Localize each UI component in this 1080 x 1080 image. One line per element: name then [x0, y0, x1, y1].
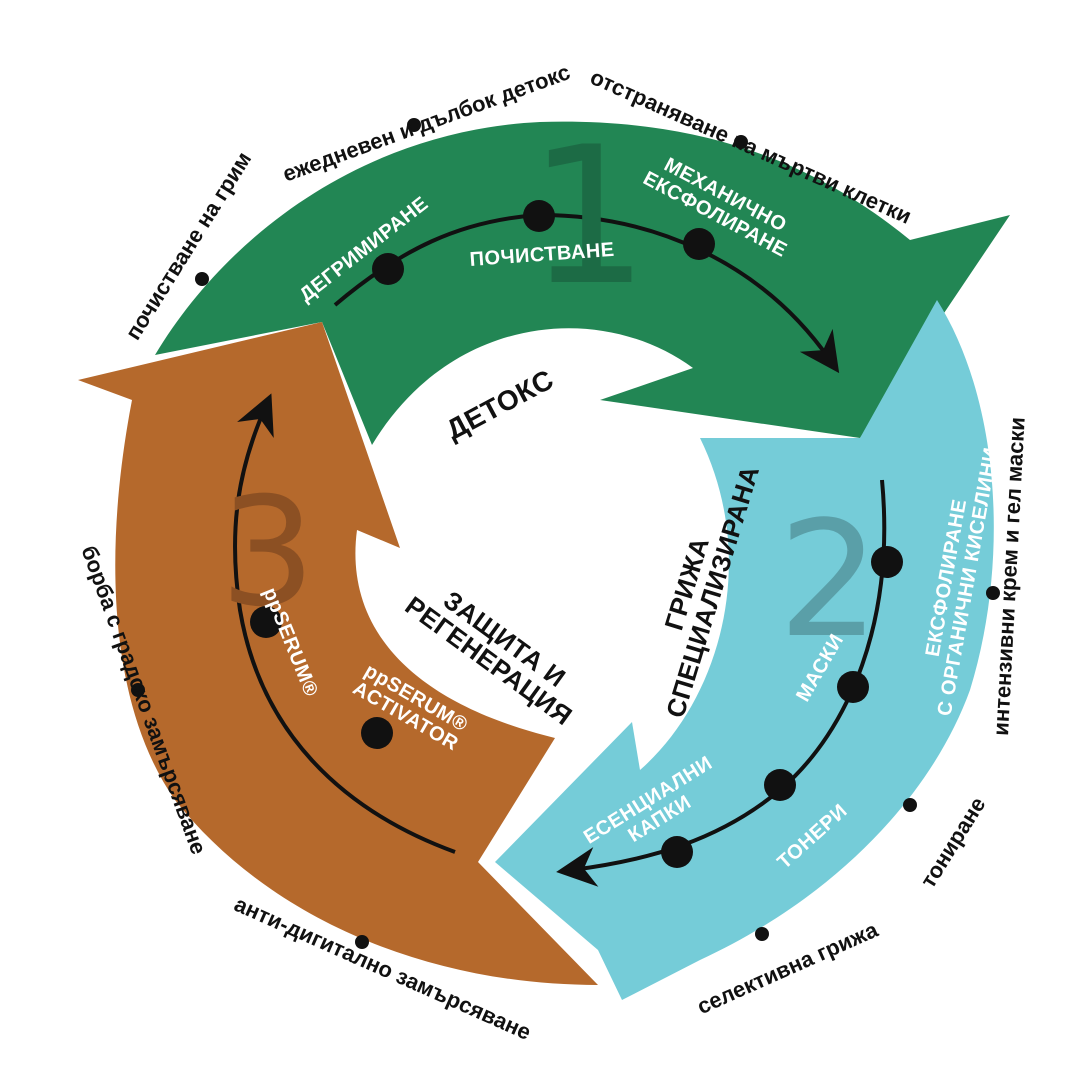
outer-dot: [407, 118, 421, 132]
outer-dot: [986, 586, 1000, 600]
stage-1-arrow: [155, 121, 1010, 445]
stage-1-number: 1: [528, 106, 649, 327]
stage-3-number: 3: [220, 466, 316, 640]
step-dot: [764, 769, 796, 801]
outer-dot: [131, 683, 145, 697]
step-dot: [361, 717, 393, 749]
step-dot: [837, 671, 869, 703]
stage-3-flow-line: [232, 393, 456, 854]
step-dot: [871, 546, 903, 578]
stage-3-arrow: [78, 322, 598, 985]
step-dot: [372, 253, 404, 285]
outer-dot: [755, 927, 769, 941]
step-dot: [683, 228, 715, 260]
stage-2-arrow: [495, 300, 994, 1000]
stage-2-number: 2: [778, 486, 880, 673]
outer-dot: [195, 272, 209, 286]
outer-dot: [734, 135, 748, 149]
step-dot: [250, 606, 282, 638]
step-dot: [523, 200, 555, 232]
outer-dot: [355, 935, 369, 949]
step-dot: [661, 836, 693, 868]
outer-dot: [903, 798, 917, 812]
